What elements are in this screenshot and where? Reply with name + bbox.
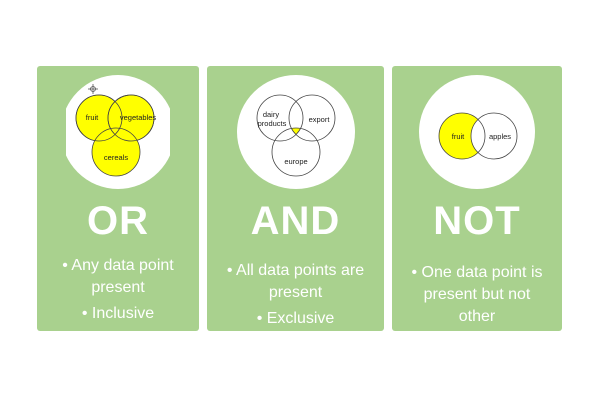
venn-label-vegetables: vegetables [120, 113, 157, 122]
bullet-list: • One data point is present but not othe… [392, 262, 562, 328]
bullet-item: • Inclusive [81, 305, 155, 322]
venn-label-europe: europe [284, 157, 307, 166]
bullet-list: • All data points are present • Exclusiv… [207, 260, 384, 330]
bullet-list: • Any data point present • Inclusive [37, 255, 199, 325]
dairy-products-circle [256, 94, 303, 142]
venn-label-fruit: fruit [86, 113, 99, 122]
europe-circle [271, 127, 320, 177]
cereals-circle [91, 127, 141, 177]
or-card: fruit vegetables cereals OR • Any data p… [37, 66, 199, 331]
bullet-item: • All data points are present [226, 262, 365, 301]
bullet-item: • Exclusive [256, 310, 335, 327]
fruit-circle [438, 112, 486, 160]
and-card: dairy products export europe AND • All d… [207, 66, 384, 331]
bullet-item: • One data point is present but not othe… [411, 264, 543, 325]
not-card: fruit apples NOT • One data point is pre… [392, 66, 562, 331]
operator-title: AND [250, 199, 341, 243]
venn-label-fruit: fruit [452, 132, 465, 141]
venn-label-export: export [308, 115, 330, 124]
or-venn-diagram: fruit vegetables cereals [66, 75, 170, 189]
bullet-item: • Any data point present [62, 257, 174, 296]
move-cursor-icon [88, 84, 98, 94]
operator-title: NOT [433, 199, 521, 243]
venn-label-dairy-products: dairy products [257, 110, 286, 128]
venn-label-apples: apples [489, 132, 511, 141]
export-circle [288, 94, 335, 142]
not-venn-diagram: fruit apples [419, 75, 535, 189]
apples-circle [470, 112, 518, 160]
fruit-only-region [439, 113, 485, 159]
operator-title: OR [87, 199, 149, 243]
and-venn-diagram: dairy products export europe [236, 75, 355, 189]
venn-label-cereals: cereals [104, 153, 128, 162]
